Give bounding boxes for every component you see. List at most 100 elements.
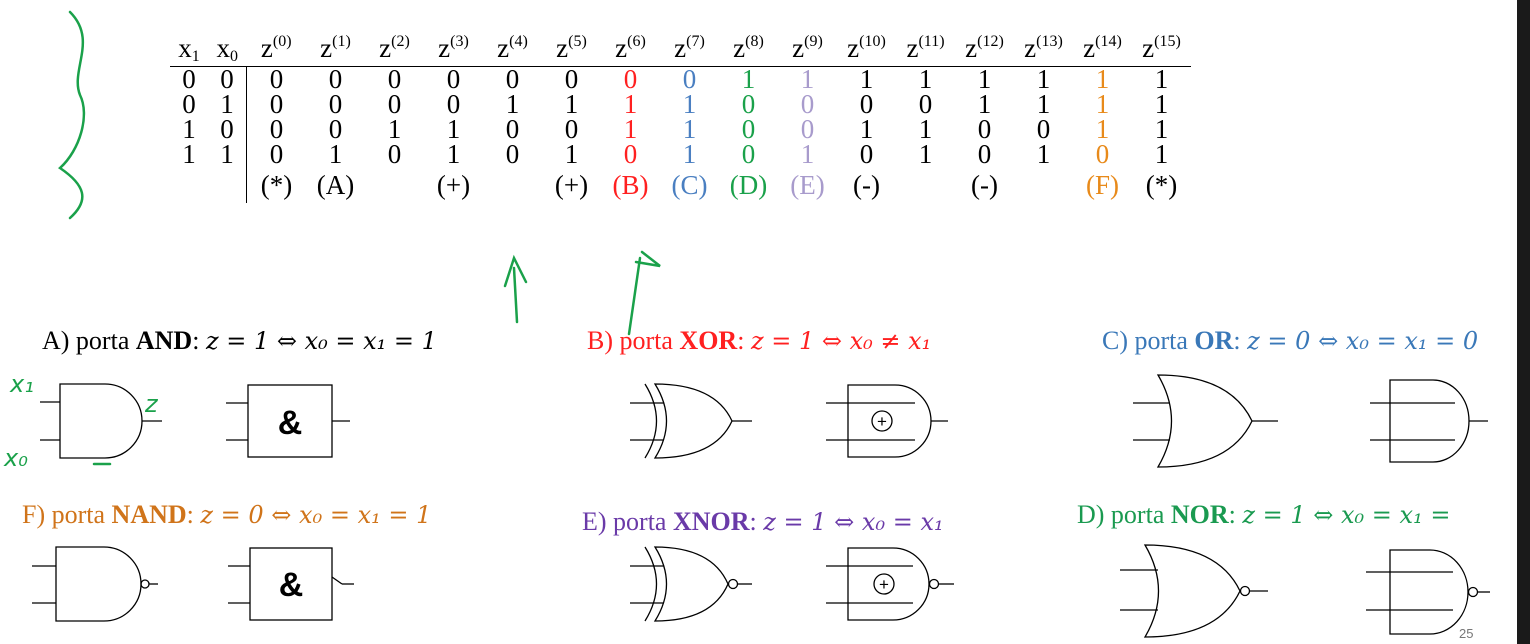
column-label: (-) (853, 169, 880, 200)
output-cell: 1 (682, 89, 697, 119)
gate-xor-label: B) porta XOR: z = 1 ⇔ x₀ ≠ x₁ (587, 326, 932, 355)
output-cell: 0 (269, 139, 284, 169)
output-cell: 0 (269, 64, 284, 94)
output-cell: 0 (859, 139, 874, 169)
header-z15: z(15) (1142, 32, 1181, 63)
output-cell: 0 (505, 139, 520, 169)
column-label (365, 167, 424, 203)
output-cell: 1 (859, 114, 874, 144)
header-z5: z(5) (556, 32, 587, 63)
scrollbar[interactable] (1517, 0, 1530, 644)
header-z2: z(2) (379, 32, 410, 63)
header-z14: z(14) (1083, 32, 1122, 63)
or-gate-alt-icon (1370, 379, 1488, 463)
output-cell: 1 (1095, 64, 1110, 94)
nand-gate-icon (32, 546, 158, 622)
gate-or-label: C) porta OR: z = 0 ⇔ x₀ = x₁ = 0 (1102, 326, 1479, 355)
truth-table: x1 x0 z(0) z(1) z(2) z(3) z(4) z(5) z(6)… (170, 30, 1191, 203)
output-cell: 1 (446, 114, 461, 144)
output-cell: 1 (800, 64, 815, 94)
output-cell: 0 (446, 89, 461, 119)
output-cell: 0 (1095, 139, 1110, 169)
column-label: (*) (1145, 169, 1178, 200)
output-cell: 0 (977, 114, 992, 144)
column-label: (D) (729, 169, 768, 200)
header-x0: x0 (216, 32, 239, 65)
output-cell: 1 (564, 89, 579, 119)
truth-table-header: x1 x0 z(0) z(1) z(2) z(3) z(4) z(5) z(6)… (170, 30, 1191, 67)
output-cell: 0 (741, 114, 756, 144)
gate-nor-label: D) porta NOR: z = 1 ⇔ x₀ = x₁ = (1077, 500, 1451, 529)
output-cell: 1 (1154, 64, 1169, 94)
page-number: 25 (1459, 626, 1474, 641)
input-cell: 0 (208, 116, 247, 143)
output-cell: 1 (1036, 64, 1051, 94)
output-cell: 0 (859, 89, 874, 119)
column-label: (*) (260, 169, 293, 200)
header-z9: z(9) (792, 32, 823, 63)
output-cell: 0 (741, 89, 756, 119)
input-cell: 1 (182, 114, 196, 144)
output-cell: 1 (623, 89, 638, 119)
output-cell: 1 (918, 64, 933, 94)
arrow-head-icon-2 (634, 250, 661, 268)
output-cell: 1 (918, 139, 933, 169)
output-cell: 1 (1154, 139, 1169, 169)
output-cell: 1 (918, 114, 933, 144)
xnor-gate-icon (630, 546, 752, 622)
output-cell: 0 (269, 114, 284, 144)
header-z7: z(7) (674, 32, 705, 63)
header-z12: z(12) (965, 32, 1004, 63)
xor-gate-icon (630, 383, 752, 459)
input-cell: 0 (208, 66, 247, 92)
column-label: (E) (790, 169, 825, 200)
and-gate-icon (40, 383, 162, 459)
hand-label-x0: x₀ (3, 444, 28, 472)
output-cell: 1 (977, 64, 992, 94)
input-cell: 0 (182, 64, 196, 94)
output-cell: 1 (1154, 114, 1169, 144)
input-cell: 1 (208, 141, 247, 168)
output-cell: 0 (564, 64, 579, 94)
xor-gate-iec-icon (826, 384, 948, 458)
xnor-gate-iec-icon (826, 547, 954, 621)
column-label: (-) (971, 169, 998, 200)
empty-cell (170, 167, 208, 203)
output-cell: 1 (1095, 114, 1110, 144)
header-z11: z(11) (906, 32, 945, 63)
column-label (483, 167, 542, 203)
output-cell: 0 (328, 89, 343, 119)
gate-and-label: A) porta AND: z = 1 ⇔ x₀ = x₁ = 1 (42, 326, 437, 355)
column-labels-row: (*)(A)(+)(+)(B)(C)(D)(E)(-)(-)(F)(*) (170, 167, 1191, 203)
output-cell: 1 (682, 114, 697, 144)
xor-symbol-text: + (877, 412, 887, 431)
header-z10: z(10) (847, 32, 886, 63)
header-z4: z(4) (497, 32, 528, 63)
output-cell: 0 (623, 64, 638, 94)
output-cell: 1 (1036, 139, 1051, 169)
and-symbol-text: & (278, 404, 303, 442)
nor-gate-alt-icon (1366, 549, 1490, 635)
output-cell: 0 (800, 114, 815, 144)
column-label: (A) (316, 169, 355, 200)
column-label: (+) (554, 169, 589, 200)
output-cell: 0 (1036, 114, 1051, 144)
arrow-up-icon (512, 266, 519, 324)
output-cell: 0 (505, 64, 520, 94)
output-cell: 0 (328, 64, 343, 94)
output-cell: 0 (505, 114, 520, 144)
input-cell: 1 (182, 139, 196, 169)
column-label: (B) (612, 169, 649, 200)
output-cell: 0 (387, 139, 402, 169)
column-label: (+) (436, 169, 471, 200)
column-label: (F) (1086, 169, 1119, 200)
output-cell: 1 (564, 139, 579, 169)
hand-label-z: z (144, 390, 159, 418)
input-cell: 0 (182, 89, 196, 119)
empty-cell (208, 167, 247, 203)
gate-xnor-label: E) porta XNOR: z = 1 ⇔ x₀ = x₁ (582, 507, 944, 536)
output-cell: 1 (800, 139, 815, 169)
arrow-head-icon (503, 254, 528, 288)
